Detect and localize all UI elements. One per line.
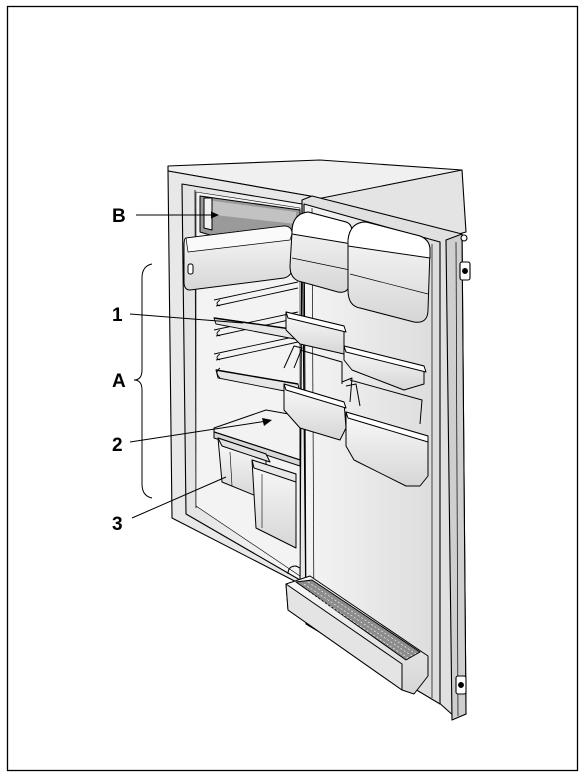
- door-dairy-compartments: [289, 211, 431, 323]
- page-border: [6, 5, 579, 772]
- label-3: 3: [112, 514, 123, 535]
- label-a: A: [112, 371, 126, 392]
- door-bins-mid: [283, 345, 429, 487]
- door-bottle-rack: [285, 565, 429, 695]
- label-1: 1: [112, 305, 123, 326]
- freezer-compartment: [183, 195, 301, 291]
- door-shelves-upper: [285, 311, 427, 391]
- label-b: B: [112, 206, 126, 227]
- brace-a: [133, 263, 153, 499]
- label-2: 2: [112, 435, 123, 456]
- crisper-drawers: [217, 437, 297, 549]
- glass-shelves: [213, 281, 301, 395]
- callout-lines: [129, 211, 272, 519]
- crisper-cover: [213, 409, 301, 467]
